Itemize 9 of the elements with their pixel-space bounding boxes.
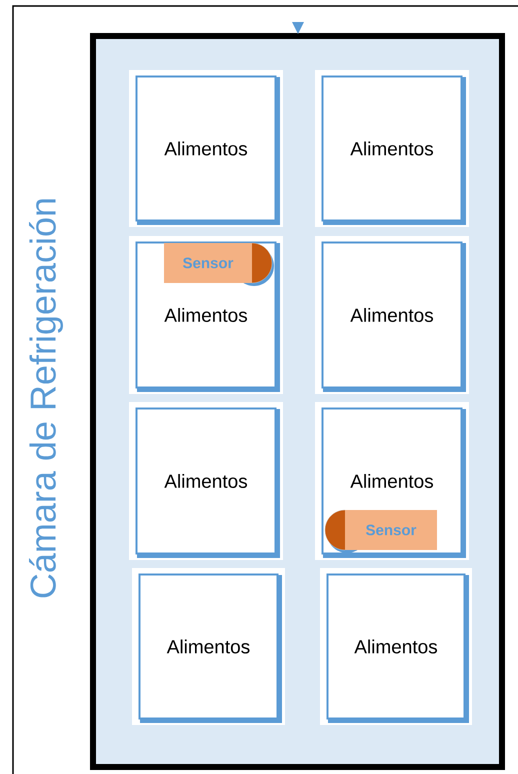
room-title: Cámara de Refrigeración [29, 199, 63, 598]
food-box: Alimentos [138, 574, 278, 720]
food-box: Alimentos [136, 76, 276, 222]
food-box: Alimentos [326, 574, 466, 720]
food-box: Alimentos [322, 76, 462, 222]
sensor: Sensor [164, 242, 274, 286]
food-box: Alimentos [322, 242, 462, 388]
sensor: Sensor [324, 510, 437, 553]
food-box: Alimentos [136, 408, 276, 554]
